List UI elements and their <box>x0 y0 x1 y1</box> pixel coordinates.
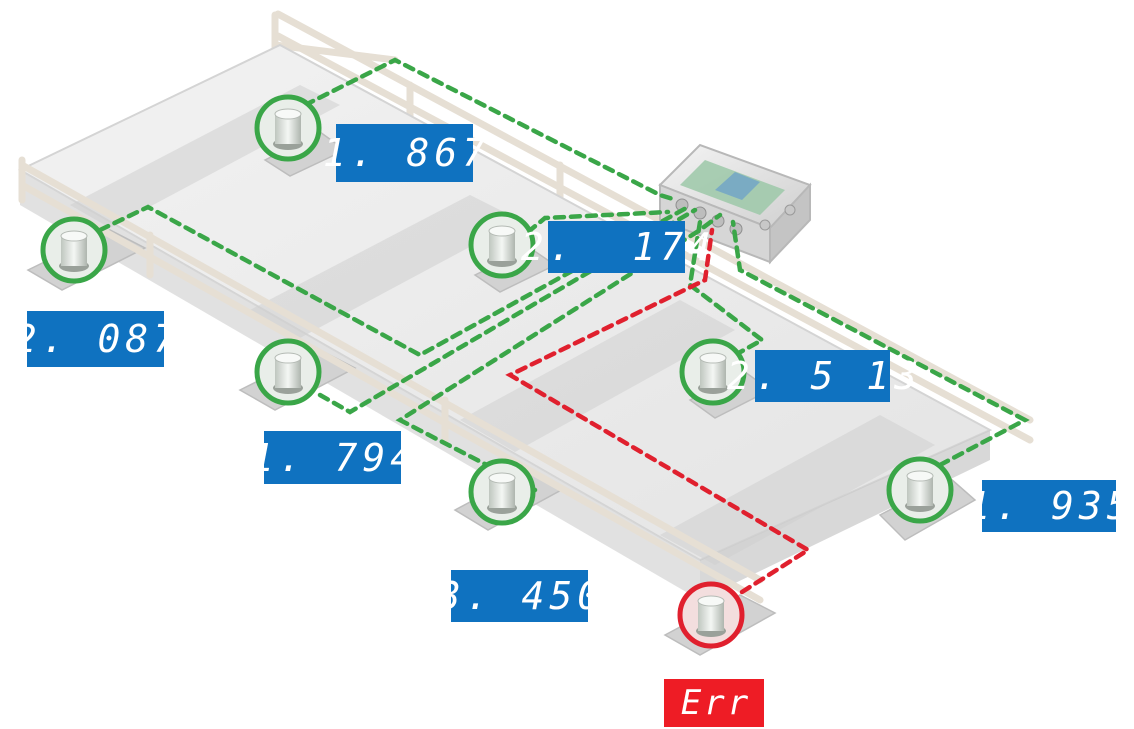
load-cell-1-readout: 1. 867 <box>323 124 485 182</box>
cable-lc4 <box>317 207 698 415</box>
cable-lc1 <box>302 57 679 203</box>
cables <box>97 57 1030 595</box>
junction-box-icon <box>658 143 812 265</box>
load-cell-3[interactable] <box>468 211 536 279</box>
load-cell-8-readout: Err <box>664 679 764 727</box>
load-cell-2-readout: 2. 087 <box>14 311 176 367</box>
load-cell-6[interactable] <box>468 458 536 526</box>
cable-lc6 <box>395 212 723 493</box>
load-cell-4[interactable] <box>254 338 322 406</box>
load-cell-4-readout: 1. 794 <box>251 431 413 484</box>
load-cells <box>40 94 954 649</box>
load-cell-3-readout: 2. 174 <box>521 221 711 273</box>
load-cell-8[interactable] <box>677 581 745 649</box>
load-cell-5[interactable] <box>679 338 747 406</box>
cable-lc5 <box>687 219 767 358</box>
cable-lc7 <box>730 219 1030 468</box>
load-cell-6-readout: 3. 450 <box>438 570 600 622</box>
cable-lc3 <box>525 209 671 235</box>
load-cell-7[interactable] <box>886 456 954 524</box>
front-rail <box>18 156 764 604</box>
load-cell-1[interactable] <box>254 94 322 162</box>
cable-lc8 <box>505 227 813 595</box>
cable-lc2 <box>97 204 691 358</box>
load-cell-7-readout: 1. 935 <box>967 480 1130 532</box>
load-cell-2[interactable] <box>40 216 108 284</box>
load-cell-5-readout: 2. 5 13 <box>727 350 917 402</box>
